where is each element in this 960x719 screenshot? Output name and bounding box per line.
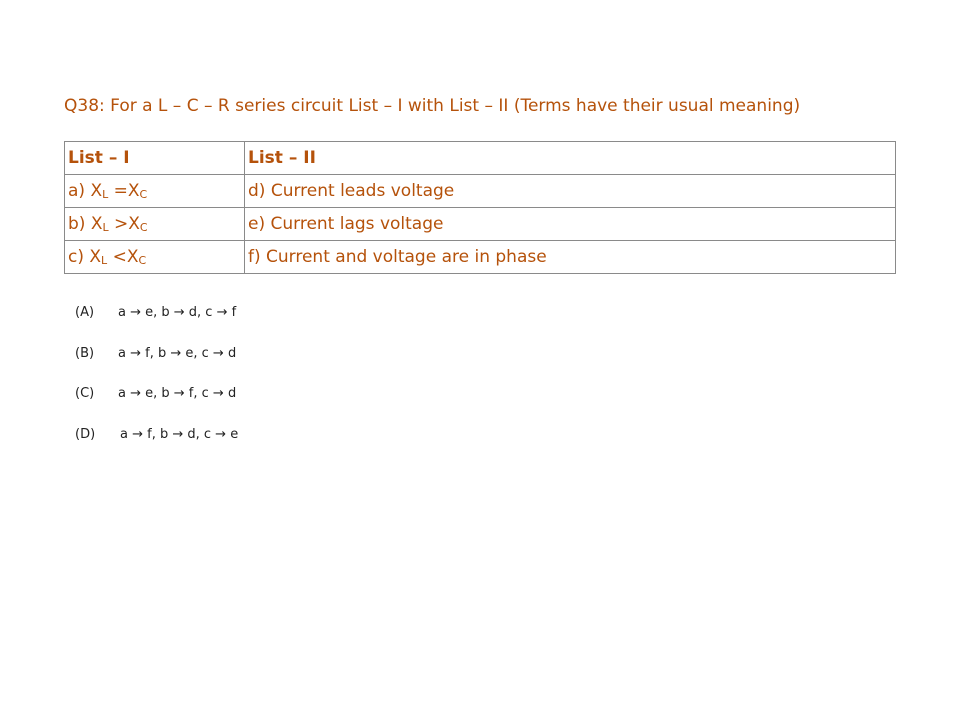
option-text: a → f, b → e, c → d bbox=[118, 345, 237, 361]
option-d[interactable]: (D) a → f, b → d, c → e bbox=[75, 427, 238, 468]
list-1-item-b: b) XL >XC bbox=[64, 207, 245, 241]
matching-table: List – I List – II a) XL =XC d) Current … bbox=[64, 141, 896, 274]
question-text: Q38: For a L – C – R series circuit List… bbox=[64, 96, 801, 116]
table-row: c) XL <XC f) Current and voltage are in … bbox=[64, 240, 896, 274]
table-row: b) XL >XC e) Current lags voltage bbox=[64, 207, 896, 241]
option-b[interactable]: (B) a → f, b → e, c → d bbox=[75, 346, 238, 387]
table-row: a) XL =XC d) Current leads voltage bbox=[64, 174, 896, 208]
option-label: (B) bbox=[75, 345, 95, 361]
header-list-2: List – II bbox=[244, 141, 896, 175]
list-2-item-e: e) Current lags voltage bbox=[244, 207, 896, 241]
option-text: a → f, b → d, c → e bbox=[120, 426, 239, 442]
option-label: (D) bbox=[75, 426, 96, 442]
option-c[interactable]: (C) a → e, b → f, c → d bbox=[75, 386, 238, 427]
answer-options: (A) a → e, b → d, c → f (B) a → f, b → e… bbox=[75, 305, 238, 467]
list-2-item-f: f) Current and voltage are in phase bbox=[244, 240, 896, 274]
option-label: (A) bbox=[75, 305, 95, 320]
option-a[interactable]: (A) a → e, b → d, c → f bbox=[75, 305, 238, 346]
list-1-item-c: c) XL <XC bbox=[64, 240, 245, 274]
table-header-row: List – I List – II bbox=[64, 141, 896, 175]
option-label: (C) bbox=[75, 386, 95, 401]
header-list-1: List – I bbox=[64, 141, 245, 175]
option-text: a → e, b → d, c → f bbox=[118, 305, 237, 320]
option-text: a → e, b → f, c → d bbox=[118, 386, 237, 401]
list-1-item-a: a) XL =XC bbox=[64, 174, 245, 208]
list-2-item-d: d) Current leads voltage bbox=[244, 174, 896, 208]
